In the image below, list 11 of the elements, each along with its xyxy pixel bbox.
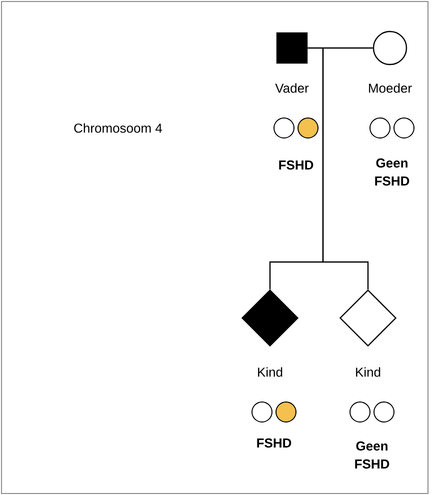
person-label: Kind	[356, 367, 380, 377]
status-label: FSHD	[279, 160, 314, 170]
status-label: FSHD	[257, 438, 292, 448]
chromosome-label: Chromosoom 4	[74, 123, 162, 133]
person-label: Vader	[275, 83, 309, 93]
person-label: Moeder	[369, 83, 412, 93]
person-label: Kind	[258, 367, 282, 377]
status-label: Geen FSHD	[355, 441, 390, 469]
status-label: Geen FSHD	[375, 158, 410, 186]
pedigree-line	[308, 47, 373, 49]
pedigree-line	[322, 48, 369, 290]
